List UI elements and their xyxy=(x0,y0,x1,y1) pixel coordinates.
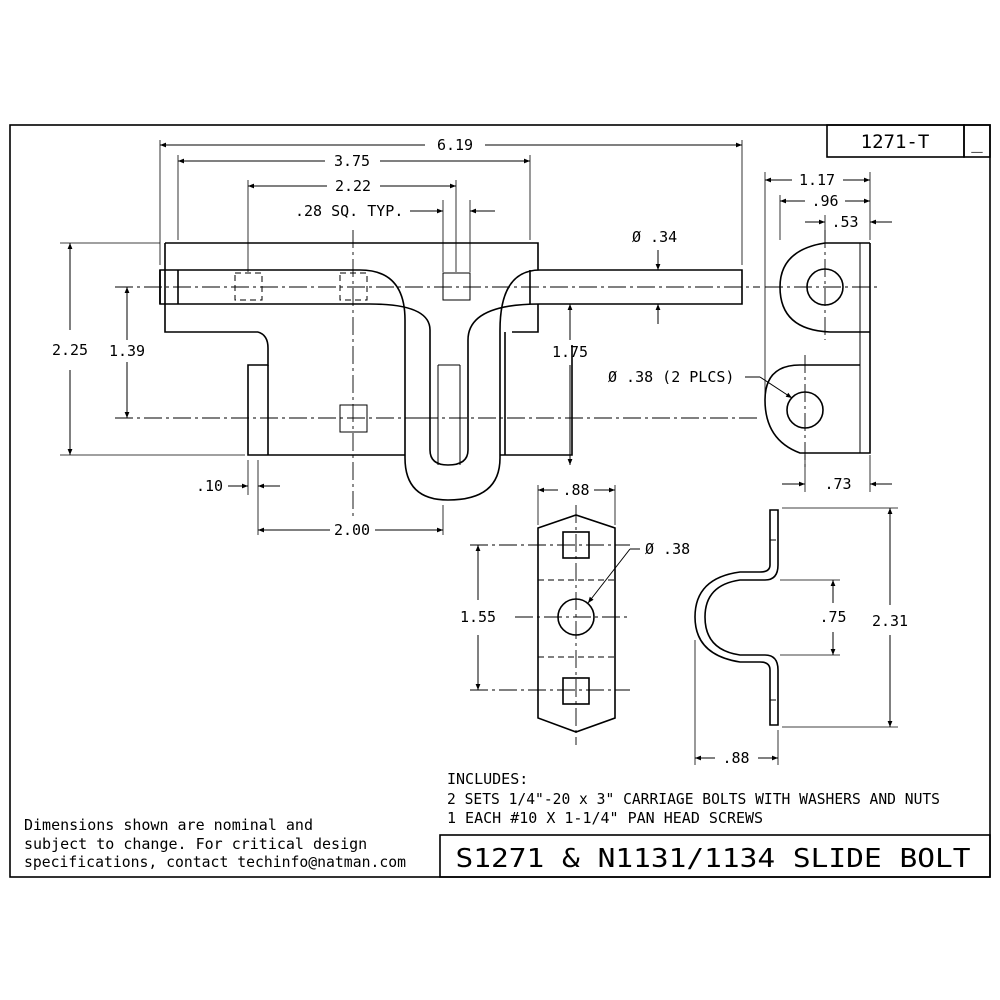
dim-hole-height: 1.39 xyxy=(109,342,145,360)
dim-side-width: 1.17 xyxy=(799,171,835,189)
side-view xyxy=(764,230,880,470)
dim-keeper-hole-diameter: Ø .38 xyxy=(645,540,690,558)
dim-bottom-spacing: 2.00 xyxy=(334,521,370,539)
dim-side-hole-offset: .53 xyxy=(831,213,858,231)
dim-overall-length: 6.19 xyxy=(437,136,473,154)
dim-keeper-width: .88 xyxy=(562,481,589,499)
part-number: 1271-T xyxy=(861,131,930,153)
side-dimensions: 1.17 .96 .53 Ø .38 (2 PLCS) .73 xyxy=(608,171,892,493)
drawing-title: S1271 & N1131/1134 SLIDE BOLT xyxy=(456,844,971,874)
dim-side-bottom: .73 xyxy=(824,475,851,493)
dim-keeper-inner: .75 xyxy=(819,608,846,626)
includes-line-1: 2 SETS 1/4"-20 x 3" CARRIAGE BOLTS WITH … xyxy=(447,790,940,808)
keeper-side-dimensions: .75 2.31 .88 xyxy=(694,507,908,767)
includes-heading: INCLUDES: xyxy=(447,770,528,788)
includes-line-2: 1 EACH #10 X 1-1/4" PAN HEAD SCREWS xyxy=(447,809,763,827)
keeper-side-view xyxy=(694,509,779,726)
dim-rod-diameter: Ø .34 xyxy=(632,228,677,246)
disclaimer-line-1: Dimensions shown are nominal and xyxy=(24,816,313,834)
dim-plate-thickness: .10 xyxy=(196,477,223,495)
front-dimensions: 6.19 3.75 2.22 .28 SQ. TYP. Ø .34 2.25 1… xyxy=(52,136,743,539)
dim-keeper-hole-spacing: 1.55 xyxy=(460,608,496,626)
dim-bolt-height: 1.75 xyxy=(552,343,588,361)
dim-keeper-depth: .88 xyxy=(722,749,749,767)
revision: _ xyxy=(971,131,983,153)
dim-square-hole: .28 SQ. TYP. xyxy=(295,202,403,220)
disclaimer-line-2: subject to change. For critical design xyxy=(24,835,367,853)
dim-side-hole-diameter: Ø .38 (2 PLCS) xyxy=(608,368,734,386)
dim-hole-spacing: 2.22 xyxy=(335,177,371,195)
dim-keeper-height: 2.31 xyxy=(872,612,908,630)
keeper-front-dimensions: .88 Ø .38 1.55 xyxy=(460,481,690,690)
dim-side-hole-center: .96 xyxy=(811,192,838,210)
title-block: S1271 & N1131/1134 SLIDE BOLT xyxy=(439,834,991,878)
front-view xyxy=(115,230,760,520)
includes-note: INCLUDES: 2 SETS 1/4"-20 x 3" CARRIAGE B… xyxy=(447,770,940,827)
sheet-border xyxy=(9,124,991,878)
dim-overall-height: 2.25 xyxy=(52,341,88,359)
disclaimer-line-3: specifications, contact techinfo@natman.… xyxy=(24,853,406,871)
keeper-front-view xyxy=(470,505,630,745)
dim-plate-length: 3.75 xyxy=(334,152,370,170)
disclaimer-note: Dimensions shown are nominal and subject… xyxy=(24,816,406,871)
part-number-block: 1271-T _ xyxy=(826,124,991,158)
